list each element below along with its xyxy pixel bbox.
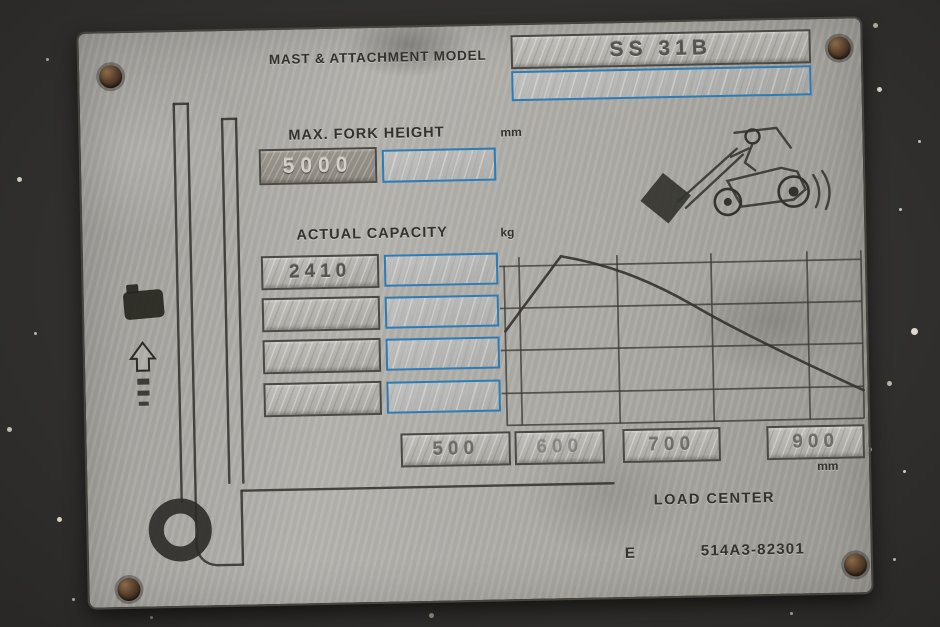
capacity-stamp-box-1: [383, 252, 499, 287]
load-center-box-3: 700: [622, 427, 722, 464]
load-center-value-3: 700: [648, 433, 696, 456]
panel-icon: [123, 284, 165, 320]
header-label: MAST & ATTACHMENT MODEL: [268, 47, 487, 68]
load-center-label: LOAD CENTER: [653, 490, 776, 509]
model-stamp-box: [511, 65, 812, 102]
capacity-stamp-box-3: [385, 336, 501, 371]
capacity-value-1: 2410: [288, 260, 352, 283]
fork-height-label: MAX. FORK HEIGHT: [288, 124, 445, 144]
driver-head: [744, 128, 761, 145]
capacity-graph: [499, 250, 866, 427]
fork-height-unit: mm: [500, 125, 522, 140]
load-center-box-1: 500: [400, 431, 512, 468]
revision-code: E: [624, 544, 636, 563]
load-center-unit: mm: [817, 458, 839, 474]
part-number: 514A3-82301: [700, 540, 806, 560]
fork-height-stamp-box: [381, 147, 497, 183]
capacity-stamp-box-4: [386, 379, 501, 414]
load-center-box-2: 600: [514, 429, 606, 466]
capacity-plate-value-3: [262, 337, 382, 375]
fork-height-value: 5000: [282, 153, 354, 178]
capacity-unit: kg: [500, 225, 515, 240]
rivet-top-left: [98, 65, 123, 89]
load-center-value-4: 900: [792, 430, 840, 453]
model-value: SS 31B: [609, 36, 713, 62]
load-center-value-1: 500: [432, 437, 480, 460]
fork-height-value-box: 5000: [258, 146, 378, 186]
up-arrow-icon: [128, 341, 157, 406]
model-value-box: SS 31B: [510, 29, 812, 70]
capacity-stamp-box-2: [384, 294, 500, 329]
rivet-bottom-right: [843, 553, 868, 577]
wheel-drawing: [148, 498, 212, 562]
capacity-plate-value-4: [263, 380, 383, 418]
paint-speckles: [0, 0, 3, 3]
capacity-plate-value-1: 2410: [260, 253, 380, 291]
load-center-box-4: 900: [766, 424, 865, 461]
capacity-label: ACTUAL CAPACITY: [296, 224, 448, 244]
forklift-icon: [640, 126, 831, 224]
load-center-value-2: 600: [536, 435, 584, 458]
capacity-curve: [504, 254, 865, 392]
capacity-plate-value-2: [261, 295, 381, 333]
forklift-data-plate: MAST & ATTACHMENT MODEL SS 31B MAX. FORK…: [78, 18, 872, 608]
rivet-top-right: [827, 36, 851, 60]
load-box: [640, 172, 692, 224]
rivet-bottom-left: [117, 577, 141, 602]
